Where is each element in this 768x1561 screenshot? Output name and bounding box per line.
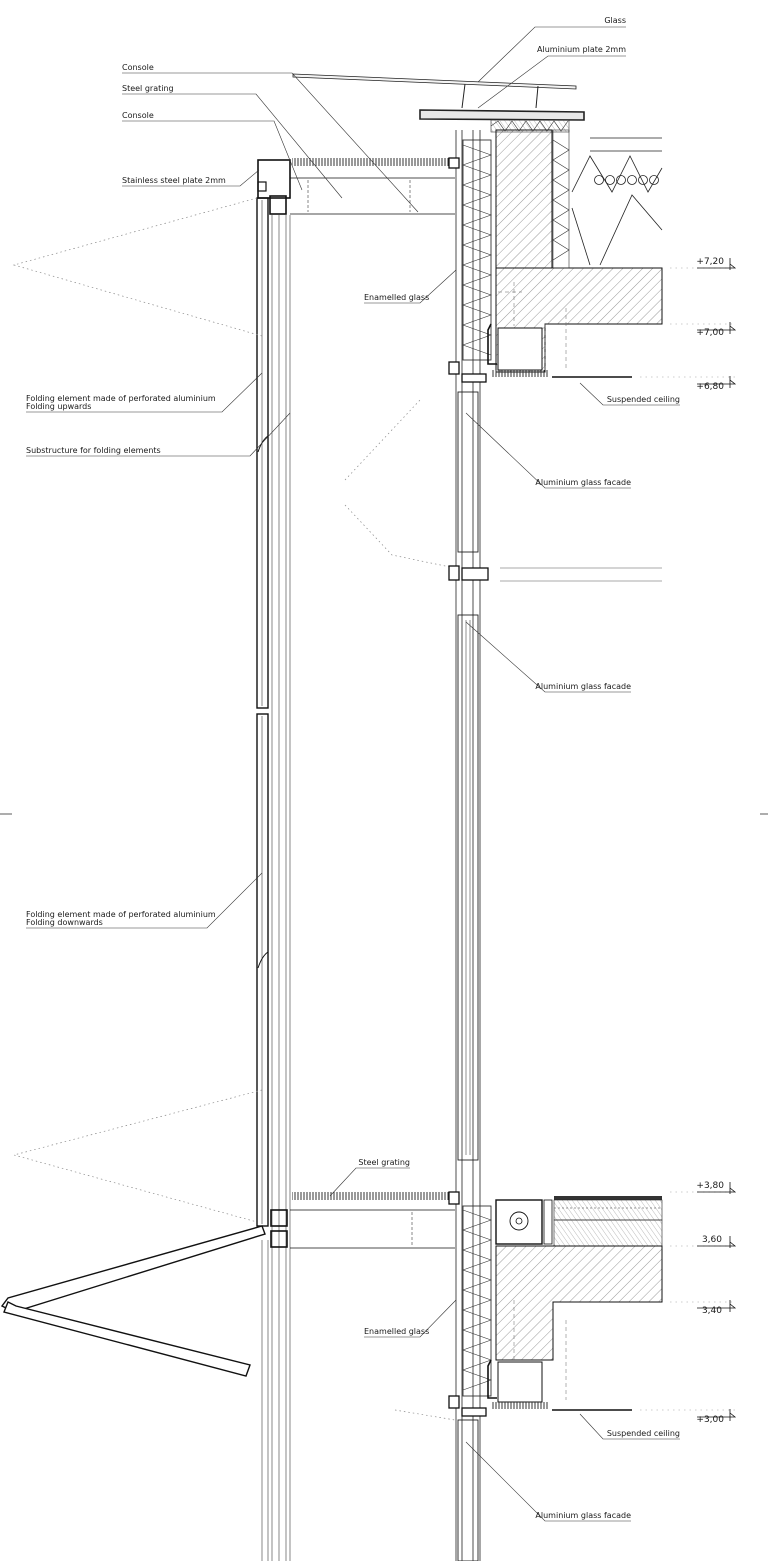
upper-ceiling-gap (497, 327, 543, 371)
label-enamelled-glass-lower: Enamelled glass (364, 1327, 429, 1336)
level-ticks (697, 258, 737, 1421)
label-steel-grating-top: Steel grating (122, 84, 174, 93)
level-680: +6,80 (696, 382, 724, 392)
lower-floor-build-up (553, 1196, 663, 1247)
label-folding-up-1: Folding element made of perforated alumi… (26, 394, 216, 403)
label-substructure: Substructure for folding elements (26, 446, 161, 455)
folded-out-panel (0, 1225, 266, 1377)
insulation-zigzag-upper (462, 139, 492, 361)
label-aluminium-plate: Aluminium plate 2mm (537, 45, 626, 54)
label-aluminium-facade-1: Aluminium glass facade (535, 478, 631, 487)
steel-grating-lower (292, 1192, 450, 1200)
label-stainless-plate: Stainless steel plate 2mm (122, 176, 226, 185)
curtain-wall (455, 130, 481, 1561)
transom-connectors (448, 157, 489, 1417)
folding-element-upper (256, 197, 269, 709)
mid-floor-lines (500, 567, 662, 582)
label-suspended-ceiling-lower: Suspended ceiling (607, 1429, 680, 1438)
level-labels: +7,20 +7,00 +6,80 +3,80 3,60 3,40 +3,00 (696, 257, 724, 1425)
leader-lines (26, 26, 680, 1522)
annotation-labels: Glass Aluminium plate 2mm Console Steel … (26, 16, 680, 1520)
roof-glass-canopy (292, 73, 585, 121)
folding-element-lower (256, 713, 269, 1227)
upper-slab-edge (487, 323, 632, 378)
label-folding-down-2: Folding downwards (26, 918, 103, 927)
label-console-mid: Console (122, 111, 154, 120)
level-380: +3,80 (696, 1181, 724, 1191)
label-console-top: Console (122, 63, 154, 72)
label-aluminium-facade-3: Aluminium glass facade (535, 1511, 631, 1520)
roof-tubes (594, 175, 659, 185)
lower-concrete-beam (495, 1245, 663, 1361)
floor-box (495, 1199, 553, 1245)
level-340: 3,40 (702, 1306, 722, 1316)
label-enamelled-glass-upper: Enamelled glass (364, 293, 429, 302)
level-700: +7,00 (696, 328, 724, 338)
swing-indicators (12, 197, 456, 1421)
level-300: +3,00 (696, 1415, 724, 1425)
insulation-zigzag-lower (462, 1205, 492, 1397)
roof-zigzag (490, 120, 569, 132)
lower-slab-edge (487, 1359, 632, 1411)
label-folding-up-2: Folding upwards (26, 402, 91, 411)
upper-ceiling-grate (492, 370, 548, 377)
label-aluminium-facade-2: Aluminium glass facade (535, 682, 631, 691)
lower-ceiling-gap (497, 1361, 543, 1403)
label-folding-down-1: Folding element made of perforated alumi… (26, 910, 216, 919)
label-glass: Glass (604, 16, 626, 25)
roof-layers (571, 137, 663, 266)
substructure-posts (261, 215, 291, 1561)
lower-console (270, 1209, 455, 1249)
upper-dashed (498, 282, 567, 370)
label-steel-grating-bottom: Steel grating (358, 1158, 410, 1167)
steel-grating-upper (292, 158, 450, 166)
lower-dashed (513, 1300, 567, 1400)
lower-ceiling-grate (492, 1402, 548, 1409)
upper-console (257, 159, 455, 215)
label-suspended-ceiling-upper: Suspended ceiling (607, 395, 680, 404)
level-720: +7,20 (696, 257, 724, 267)
level-360: 3,60 (702, 1235, 722, 1245)
